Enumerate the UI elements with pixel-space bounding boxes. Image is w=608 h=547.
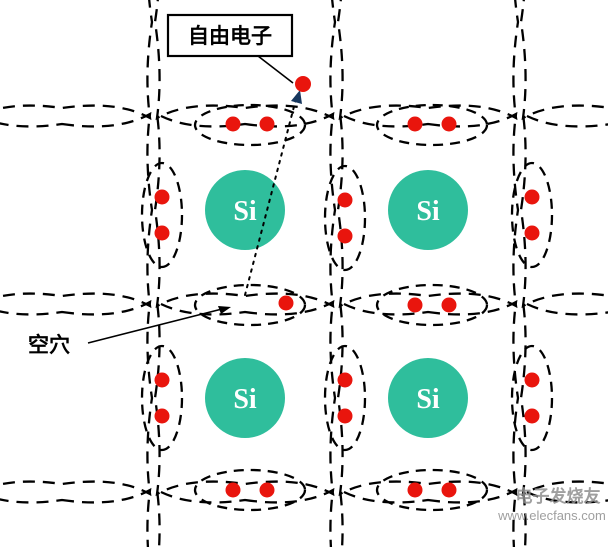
electron-dot: [441, 297, 457, 313]
bond-ellipse: [375, 468, 489, 512]
lattice-cell: [519, 0, 608, 120]
si-atom-label: Si: [416, 196, 440, 227]
lattice-cell: [336, 0, 520, 120]
free-electron-callout-line: [257, 55, 294, 84]
bond-ellipse: [140, 161, 184, 269]
hole-arrowhead-icon: [218, 306, 231, 314]
si-atom-label: Si: [233, 196, 257, 227]
bond-ellipse: [323, 344, 367, 452]
lattice-cell: [0, 112, 154, 308]
bond-ellipse: [140, 344, 184, 452]
trajectory-arrowhead-icon: [291, 90, 302, 104]
bond-ellipse: [193, 103, 307, 147]
si-atom: [205, 358, 285, 438]
electron-dot: [524, 225, 540, 241]
bond-ellipse: [510, 161, 554, 269]
bond-ellipse: [375, 283, 489, 327]
electron-dot: [154, 189, 170, 205]
si-atom: [205, 170, 285, 250]
free-electron-dot: [295, 76, 311, 92]
electron-dot: [524, 189, 540, 205]
hole-callout-line: [87, 308, 223, 344]
lattice-cell: [153, 488, 337, 547]
electron-dot: [524, 408, 540, 424]
bond-electrons: [154, 116, 540, 498]
hole-annotation: 空穴: [28, 306, 231, 357]
free-electron-annotation: 自由电子: [166, 13, 311, 296]
electron-dot: [259, 482, 275, 498]
bond-ellipse: [375, 103, 489, 147]
electron-dot: [441, 482, 457, 498]
electron-dot: [154, 372, 170, 388]
electron-dot: [225, 482, 241, 498]
bond-ellipse: [323, 164, 367, 272]
electron-dot: [407, 116, 423, 132]
silicon-atoms: Si Si Si Si: [205, 170, 468, 438]
lattice-cell: [0, 488, 154, 547]
si-atom-label: Si: [416, 384, 440, 415]
watermark-name: 电子发烧友: [516, 486, 601, 506]
bond-ellipse-with-hole: [193, 283, 307, 327]
lattice-cell: [336, 488, 520, 547]
electron-dot: [407, 297, 423, 313]
free-electron-label: 自由电子: [188, 24, 272, 48]
electron-dot: [441, 116, 457, 132]
hole-label: 空穴: [28, 333, 70, 357]
bond-ellipses: [140, 103, 554, 512]
electron-dot: [337, 372, 353, 388]
bond-ellipse: [510, 344, 554, 452]
free-electron-label-box: [166, 13, 294, 58]
electron-dot: [259, 116, 275, 132]
electron-dot: [154, 225, 170, 241]
lattice-cell: [0, 300, 154, 496]
si-atom-label: Si: [233, 384, 257, 415]
electron-dot: [407, 482, 423, 498]
electron-dot: [225, 116, 241, 132]
electron-dot-beside-hole: [278, 295, 294, 311]
electron-dot: [337, 192, 353, 208]
electron-dot: [154, 408, 170, 424]
watermark-url: www.elecfans.com: [497, 508, 606, 523]
bond-ellipse: [193, 468, 307, 512]
lattice-cell: [519, 300, 608, 496]
si-atom: [388, 170, 468, 250]
electron-dot: [337, 228, 353, 244]
lattice-cell: [519, 112, 608, 308]
lattice-cell: [0, 0, 154, 120]
electron-dot: [337, 408, 353, 424]
electron-dot: [524, 372, 540, 388]
si-atom: [388, 358, 468, 438]
watermark: 电子发烧友 www.elecfans.com: [497, 486, 606, 523]
electron-trajectory-dotted-line: [244, 94, 298, 296]
